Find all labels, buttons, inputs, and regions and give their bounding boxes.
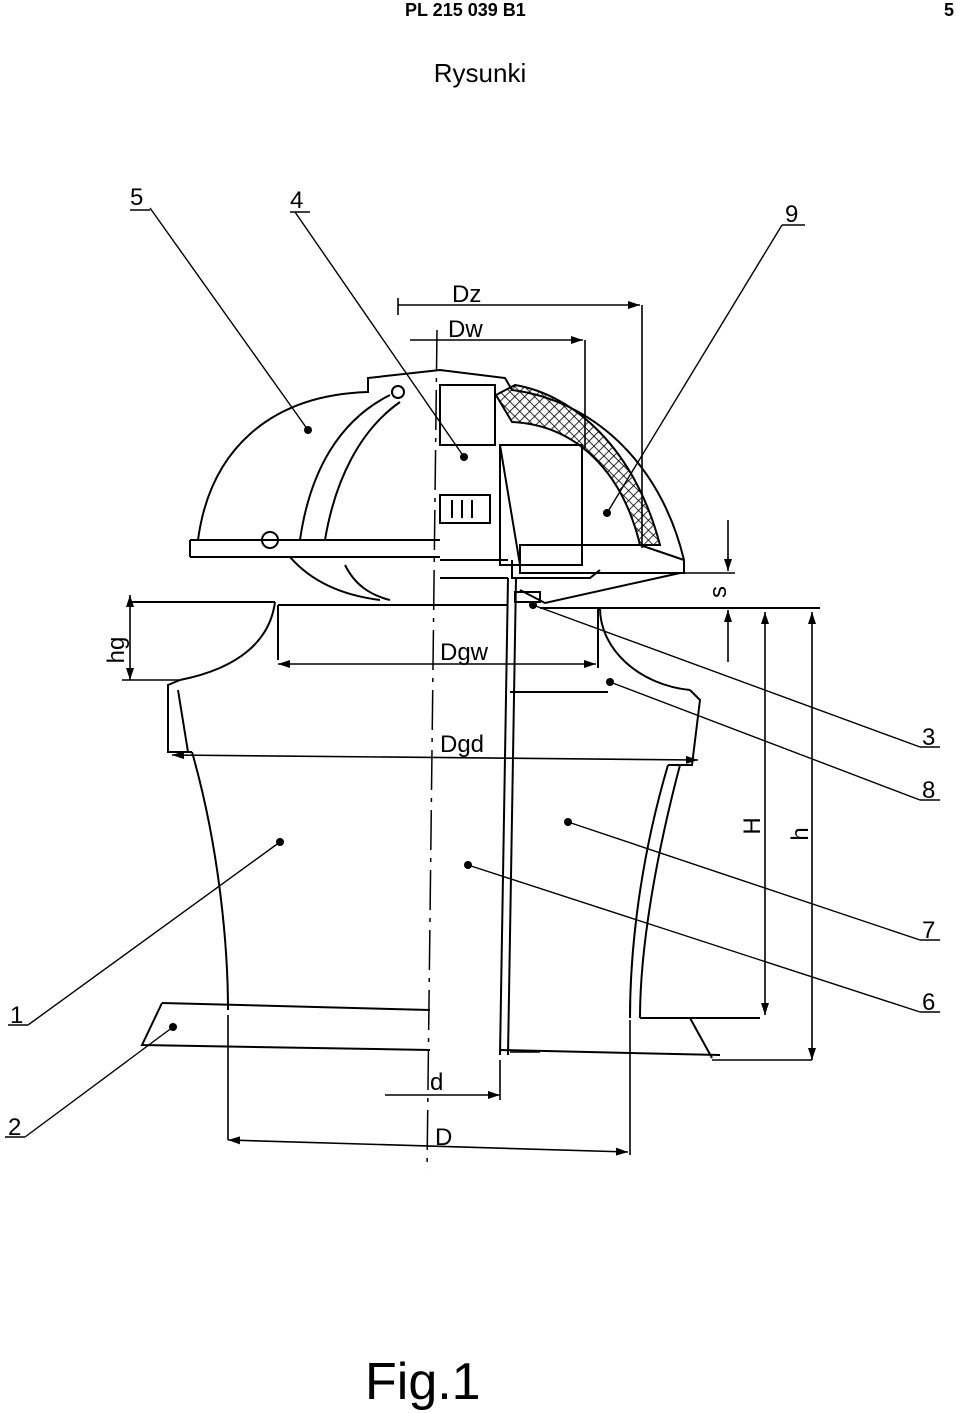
patent-number: PL 215 039 B1 xyxy=(405,0,526,20)
ref-numeral-2: 2 xyxy=(8,1114,21,1141)
page-number: 5 xyxy=(944,0,955,20)
ref-numeral-7: 7 xyxy=(922,917,935,944)
ref-numeral-1: 1 xyxy=(10,1002,23,1029)
dim-label-h-upper: H xyxy=(739,817,766,834)
leader-dots xyxy=(169,426,614,1031)
hatched-insulation xyxy=(494,383,662,546)
section-title: Rysunki xyxy=(433,58,527,88)
dimension-lines xyxy=(122,298,816,1156)
dim-label-hg: hg xyxy=(103,637,130,664)
rotor-head xyxy=(189,368,685,605)
chimney-body xyxy=(140,577,760,1059)
dim-label-d-large: D xyxy=(435,1124,452,1151)
ref-numeral-9: 9 xyxy=(785,201,798,228)
ref-numeral-6: 6 xyxy=(922,989,935,1016)
figure-label: Fig.1 xyxy=(365,1353,481,1411)
center-line xyxy=(426,329,438,1171)
dim-label-dw: Dw xyxy=(448,316,483,343)
dim-label-d-small: d xyxy=(430,1069,443,1096)
ref-numeral-5: 5 xyxy=(130,184,143,211)
dim-label-dgd: Dgd xyxy=(440,731,484,758)
leader-lines xyxy=(5,207,940,1138)
cowl-collar xyxy=(130,601,820,693)
ref-numeral-8: 8 xyxy=(922,777,935,804)
dim-label-s: s xyxy=(705,586,732,598)
dim-label-h-lower: h xyxy=(787,827,814,840)
dim-label-dz: Dz xyxy=(452,281,481,308)
ref-numeral-3: 3 xyxy=(922,724,935,751)
ref-numeral-4: 4 xyxy=(290,187,303,214)
dim-label-dgw: Dgw xyxy=(440,639,489,666)
